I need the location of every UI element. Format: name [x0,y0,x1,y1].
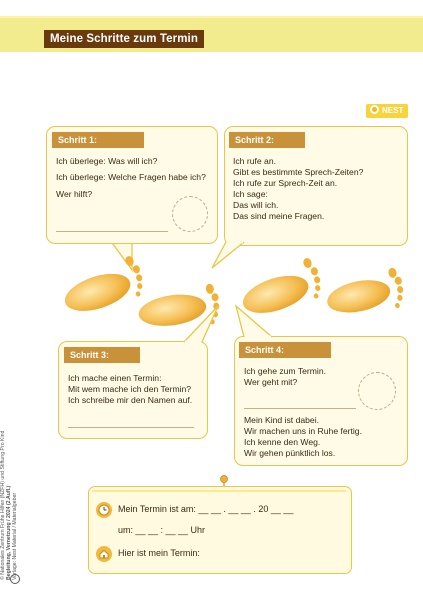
step-4-line-4: Wir machen uns in Ruhe fertig. [244,426,362,436]
top-band-highlight [0,16,423,19]
copyright-line-3: Vorlage: Nest Material / Materialgeber [12,492,18,580]
footprint-icon [138,283,220,326]
footprint-icon [64,256,143,311]
copyright-side-text: © Nationales Zentrum Frühe Hilfen (NZFH)… [0,350,20,580]
step-3-line-2: Mit wem mache ich den Termin? [68,384,192,394]
nest-logo: NEST [366,104,409,118]
step-4-line-6: Wir gehen pünktlich los. [244,448,336,458]
step-2-line-5: Das will ich. [233,200,279,210]
speech-bubble-tail-4 [234,304,273,338]
step-4-line-2: Wer geht mit? [244,377,298,387]
footprints [64,256,404,326]
step-1-line-3: Wer hilft? [56,189,93,199]
nest-logo-icon [370,105,379,114]
step-1-label: Schritt 1: [52,132,144,148]
step-1-write-line[interactable] [56,231,168,232]
speech-bubble-tail-1-cover [111,240,131,243]
step-3-line-1: Ich mache einen Termin: [68,373,162,383]
appointment-place-field[interactable]: Hier ist mein Termin: [118,548,200,558]
step-2-line-1: Ich rufe an. [233,156,276,166]
step-2-line-4: Ich sage: [233,189,268,199]
step-4-check-circle[interactable] [358,372,396,410]
nzfh-logo-icon [10,574,20,584]
step-3-line-3: Ich schreibe mir den Namen auf. [68,395,193,405]
speech-bubble-tail-3 [183,305,219,343]
appointment-time-field[interactable]: um: __ __ : __ __ Uhr [118,525,206,535]
step-4-write-line[interactable] [244,408,356,409]
step-4-line-3: Mein Kind ist dabei. [244,415,319,425]
page-title: Meine Schritte zum Termin [44,30,204,48]
step-1-check-circle[interactable] [172,196,208,232]
step-3-label: Schritt 3: [64,347,140,363]
step-2-label: Schritt 2: [229,132,305,148]
clock-icon [96,502,112,518]
appointment-date-field[interactable]: Mein Termin ist am: __ __ . __ __ . 20 _… [118,504,294,514]
pin-icon [220,475,228,491]
step-3-write-line[interactable] [68,427,194,428]
appointment-card-highlight [92,490,346,492]
footprint-icon [242,258,321,313]
appointment-card [88,486,352,574]
nest-logo-text: NEST [382,106,404,115]
step-2-line-2: Gibt es bestimmte Sprech-Zeiten? [233,167,364,177]
step-4-line-1: Ich gehe zum Termin. [244,366,326,376]
footprint-icon [327,267,404,313]
speech-bubble-tail-2 [211,241,245,269]
house-icon [96,546,112,562]
step-2-line-6: Das sind meine Fragen. [233,211,325,221]
step-1-line-2: Ich überlege: Welche Fragen habe ich? [56,172,206,182]
step-4-label: Schritt 4: [239,342,331,358]
step-2-line-3: Ich rufe zur Sprech-Zeit an. [233,178,338,188]
step-1-line-1: Ich überlege: Was will ich? [56,156,158,166]
step-4-line-5: Ich kenne den Weg. [244,437,321,447]
